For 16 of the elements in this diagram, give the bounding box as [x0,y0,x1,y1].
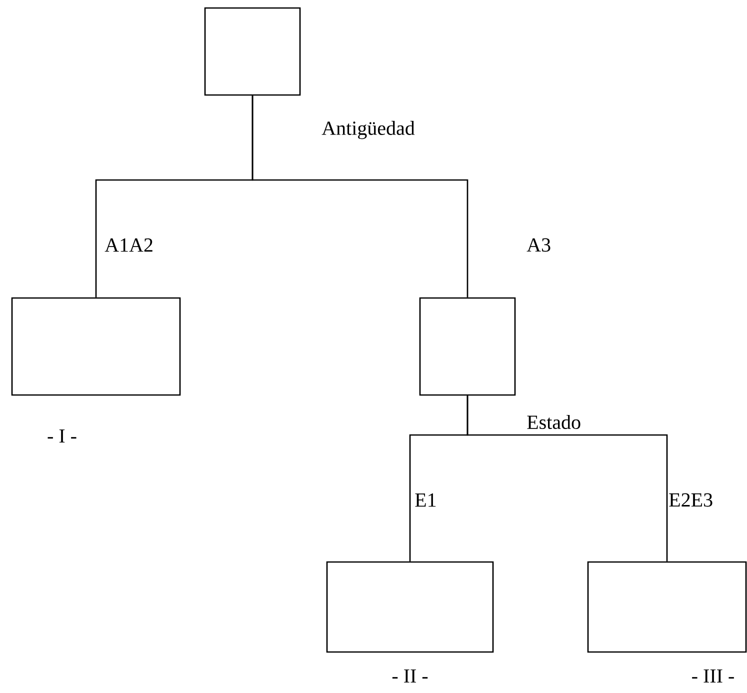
edge-label: E1 [415,493,436,507]
tree-connector [252,96,468,298]
tree-box [326,561,494,653]
tree-box [11,297,181,396]
node-caption: - III - [692,669,734,683]
edge-label: A3 [526,238,550,252]
node-caption: Antigüedad [322,120,415,140]
edge-label: A1A2 [104,238,152,252]
node-caption: - I - [48,429,76,443]
tree-connector [466,396,668,562]
tree-box [204,7,301,96]
edge-label: E2E3 [669,493,712,507]
node-caption: Estado [527,414,580,430]
node-caption: - II - [392,669,428,683]
tree-box [587,561,747,653]
tree-box [419,297,516,396]
